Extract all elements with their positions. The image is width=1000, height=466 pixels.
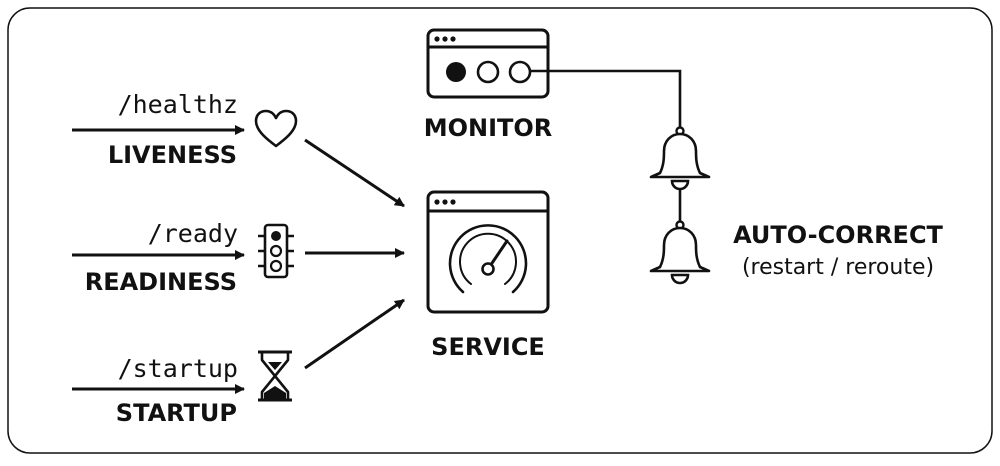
hourglass-icon [258, 350, 292, 402]
monitor: MONITOR [424, 28, 553, 142]
monitor-to-bell-connector [531, 69, 682, 128]
liveness-to-service-arrow [304, 138, 405, 208]
probe-endpoint: /healthz [118, 90, 238, 119]
probe-endpoint: /ready [148, 219, 238, 248]
probe-label: READINESS [85, 268, 237, 296]
gauge-window-icon [426, 190, 550, 314]
auto-correct: AUTO-CORRECT (restart / reroute) [649, 126, 944, 285]
service-label: SERVICE [431, 333, 545, 361]
startup-to-service-arrow [304, 298, 405, 370]
bell-icon [649, 126, 711, 191]
probe-label: STARTUP [116, 399, 237, 427]
probe-startup: /startup STARTUP [72, 298, 405, 427]
auto-correct-sublabel: (restart / reroute) [742, 255, 934, 280]
auto-correct-label: AUTO-CORRECT [733, 221, 943, 249]
probe-liveness: /healthz LIVENESS [72, 90, 405, 208]
service: SERVICE [426, 190, 550, 361]
probe-label: LIVENESS [108, 141, 237, 169]
traffic-light-icon [258, 223, 294, 279]
bell-icon [649, 220, 711, 285]
monitor-window-icon [426, 28, 550, 99]
probe-readiness: /ready READINESS [72, 219, 405, 296]
heart-icon [254, 109, 298, 148]
probe-endpoint: /startup [118, 354, 238, 383]
monitor-label: MONITOR [424, 114, 553, 142]
